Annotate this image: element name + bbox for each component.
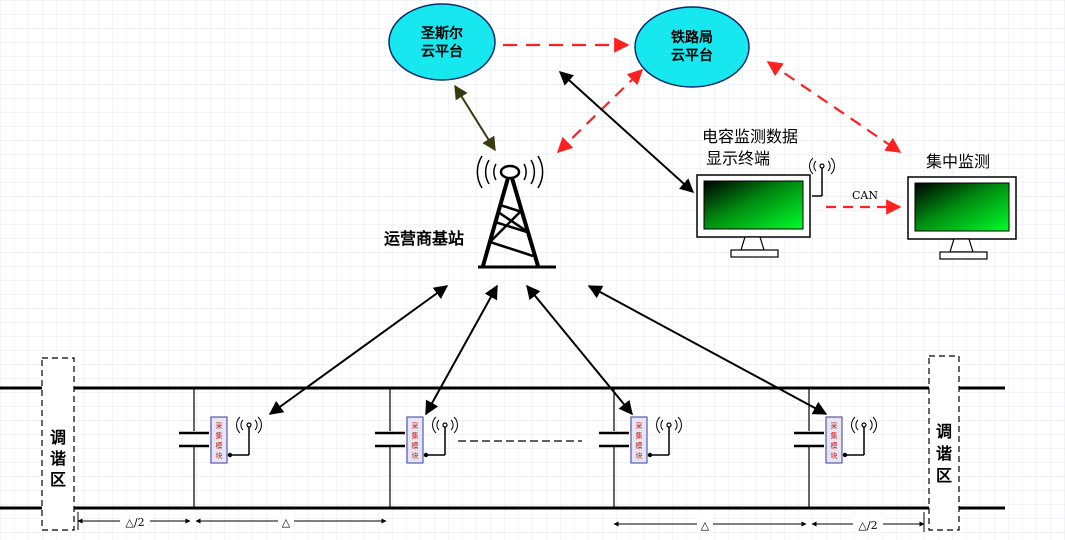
capacitor-icon [375,431,405,448]
central-label: 集中监测 [926,152,990,171]
zone-right-char1: 调 [936,422,952,441]
saintsnow-cloud-line1: 圣斯尔 [420,25,463,42]
terminal-label-line1: 电容监测数据 [702,127,798,146]
railway-cloud-node: 铁路局 云平台 [634,6,750,88]
module-antenna-icon [647,416,682,458]
central-monitor-icon [907,176,1017,260]
tower-module3-link [526,284,633,416]
zone-left-char1: 调 [50,428,66,447]
tower-module2-link [425,284,498,416]
dim-full-right: △ [701,519,710,532]
module-char: 块 [831,451,838,460]
railway-terminal-link [558,71,695,193]
can-link-label: CAN [852,189,878,202]
module-char: 模 [412,441,419,450]
zone-right-char2: 谐 [936,444,952,463]
module-char: 块 [412,451,419,460]
module-antenna-icon [227,416,262,458]
module-antenna-icon [842,416,877,458]
railway-central-link [766,61,902,153]
capacitor-icon [179,431,209,448]
zone-right-char3: 区 [936,466,952,485]
saintsnow-tower-link [454,84,496,152]
module-char: 采 [412,421,419,430]
tuning-zone-left: 调 谐 区 [41,357,75,531]
module-char: 块 [636,451,643,460]
saintsnow-cloud-line2: 云平台 [421,43,463,60]
module-char: 集 [831,431,838,440]
capacitor-icon [599,431,629,448]
dim-full-left: △ [282,516,291,529]
module-char: 集 [636,431,643,440]
terminal-monitor-icon [696,157,835,258]
railway-cloud-line2: 云平台 [671,47,713,64]
module-char: 采 [636,421,643,430]
tuning-zone-right: 调 谐 区 [928,355,960,531]
tower-module4-link [587,285,828,415]
tower-label: 运营商基站 [384,229,464,248]
module-antenna-icon [423,416,458,458]
tower-module1-link [268,285,449,415]
terminal-label-line2: 显示终端 [706,149,770,168]
module-char: 模 [216,441,223,450]
dim-half-left: △/2 [125,516,144,529]
module-char: 集 [412,431,419,440]
cell-tower-icon [476,155,556,269]
module-char: 采 [216,421,223,430]
module-char: 集 [216,431,223,440]
dimension-markers: △/2 △ △ △/2 [77,512,925,532]
module-char: 模 [636,441,643,450]
module-char: 采 [831,421,838,430]
capacitor-icon [794,431,824,448]
zone-left-char3: 区 [50,470,66,489]
dim-half-right: △/2 [858,519,877,532]
railway-cloud-line1: 铁路局 [671,29,713,46]
module-char: 模 [831,441,838,450]
saintsnow-cloud-node: 圣斯尔 云平台 [388,3,496,81]
module-char: 块 [216,451,223,460]
zone-left-char2: 谐 [50,449,66,468]
